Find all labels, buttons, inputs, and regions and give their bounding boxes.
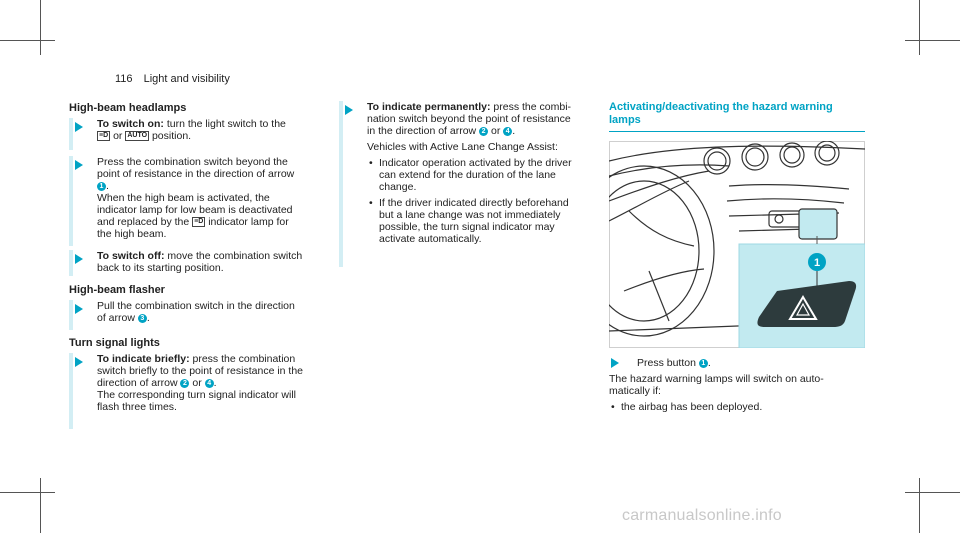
hazard-triangle-icon — [788, 295, 818, 320]
text: Vehicles with Active Lane Change Assist: — [367, 141, 558, 153]
hazard-instructions: Press button 1. The hazard warning lamps… — [609, 357, 865, 413]
text: direction of arrow — [97, 377, 178, 389]
marker-3: 3 — [137, 313, 147, 323]
text: possible, the turn signal indicator may — [379, 221, 555, 233]
step-arrow-icon — [75, 254, 83, 264]
text: turn the light switch to the — [166, 118, 286, 130]
text: and replaced by the — [97, 216, 190, 228]
text: The hazard warning lamps will switch on … — [609, 373, 824, 385]
step-arrow-icon — [75, 160, 83, 170]
text: matically if: — [609, 385, 661, 397]
text: the airbag has been deployed. — [621, 401, 763, 413]
heading-turn-signal: Turn signal lights — [69, 337, 160, 349]
text: Press button — [637, 357, 696, 369]
low-beam-icon: ≡D — [97, 131, 111, 142]
marker-1: 1 — [698, 358, 708, 368]
text: switch briefly to the point of resistanc… — [97, 365, 304, 377]
page-number: 116 — [115, 73, 133, 85]
section-title-hazard: Activating/deactivating the hazard warni… — [609, 101, 833, 126]
label: To indicate permanently: — [367, 101, 491, 113]
text: the high beam. — [97, 228, 167, 240]
text: indicator lamp for low beam is deactivat… — [97, 204, 293, 216]
marker-1: 1 — [97, 181, 106, 191]
list-item: If the driver indicated directly beforeh… — [367, 197, 572, 245]
text: press the combi- — [493, 101, 572, 113]
text: or — [490, 125, 501, 137]
text: Pull the combination switch in the direc… — [97, 300, 295, 312]
step-switch-on: To switch on: turn the light switch to t… — [69, 118, 286, 150]
crop-mark — [919, 478, 920, 533]
crop-mark — [0, 492, 55, 493]
text: flash three times. — [97, 401, 177, 413]
marker-2: 2 — [180, 378, 190, 388]
crop-mark — [0, 40, 55, 41]
text: in the direction of arrow — [367, 125, 477, 137]
step-switch-off: To switch off: move the combination swit… — [69, 250, 302, 276]
step-arrow-icon — [75, 122, 83, 132]
text: point of resistance in the direction of … — [97, 168, 295, 180]
crop-mark — [40, 478, 41, 533]
heading-flasher: High-beam flasher — [69, 284, 165, 296]
text: but a lane change was not immediately — [379, 209, 561, 221]
label: To indicate briefly: — [97, 353, 190, 365]
marker-1 — [808, 253, 826, 271]
text: change. — [379, 181, 417, 193]
step-high-beam: Press the combination switch beyond the … — [69, 156, 294, 246]
high-beam-icon: ≡D — [192, 217, 206, 228]
list-item: Indicator operation activated by the dri… — [367, 157, 572, 193]
text: press the combination — [192, 353, 296, 365]
text: activate automatically. — [379, 233, 482, 245]
crop-mark — [905, 40, 960, 41]
watermark: carmanualsonline.info — [622, 507, 782, 524]
auto-light-icon: AUTO — [125, 131, 150, 142]
text: Press the combination switch beyond the — [97, 156, 288, 168]
list-item: the airbag has been deployed. — [609, 401, 865, 413]
text: Indicator operation activated by the dri… — [379, 157, 572, 169]
page-header: 116 Light and visibility — [115, 73, 230, 85]
text: move the combination switch — [167, 250, 303, 262]
text: indicator lamp for — [208, 216, 289, 228]
crop-mark — [905, 492, 960, 493]
crop-mark — [40, 0, 41, 55]
text: of arrow — [97, 312, 135, 324]
marker-4: 4 — [503, 126, 513, 136]
marker-2: 2 — [479, 126, 489, 136]
label: To switch off: — [97, 250, 165, 262]
label: To switch on: — [97, 118, 164, 130]
step-indicate-briefly: To indicate briefly: press the combinati… — [69, 353, 303, 429]
step-press-button: Press button 1. — [609, 357, 865, 369]
text: nation switch beyond the point of resist… — [367, 113, 571, 125]
text: can extend for the duration of the lane — [379, 169, 556, 181]
marker-1-label: 1 — [814, 257, 820, 269]
text: When the high beam is activated, the — [97, 192, 270, 204]
step-arrow-icon — [345, 105, 353, 115]
crop-mark — [919, 0, 920, 55]
hazard-figure: 1 — [609, 141, 865, 348]
text: or — [113, 130, 123, 142]
title-rule — [609, 131, 865, 132]
heading-high-beam: High-beam headlamps — [69, 102, 187, 114]
step-arrow-icon — [75, 357, 83, 367]
text: position. — [151, 130, 192, 142]
text: back to its starting position. — [97, 262, 224, 274]
marker-4: 4 — [204, 378, 214, 388]
text: If the driver indicated directly beforeh… — [379, 197, 569, 209]
step-arrow-icon — [611, 358, 619, 368]
step-arrow-icon — [75, 304, 83, 314]
text: The corresponding turn signal indicator … — [97, 389, 297, 401]
section-title: Light and visibility — [143, 73, 230, 85]
step-flasher: Pull the combination switch in the direc… — [69, 300, 295, 330]
step-indicate-permanently: To indicate permanently: press the combi… — [339, 101, 572, 267]
